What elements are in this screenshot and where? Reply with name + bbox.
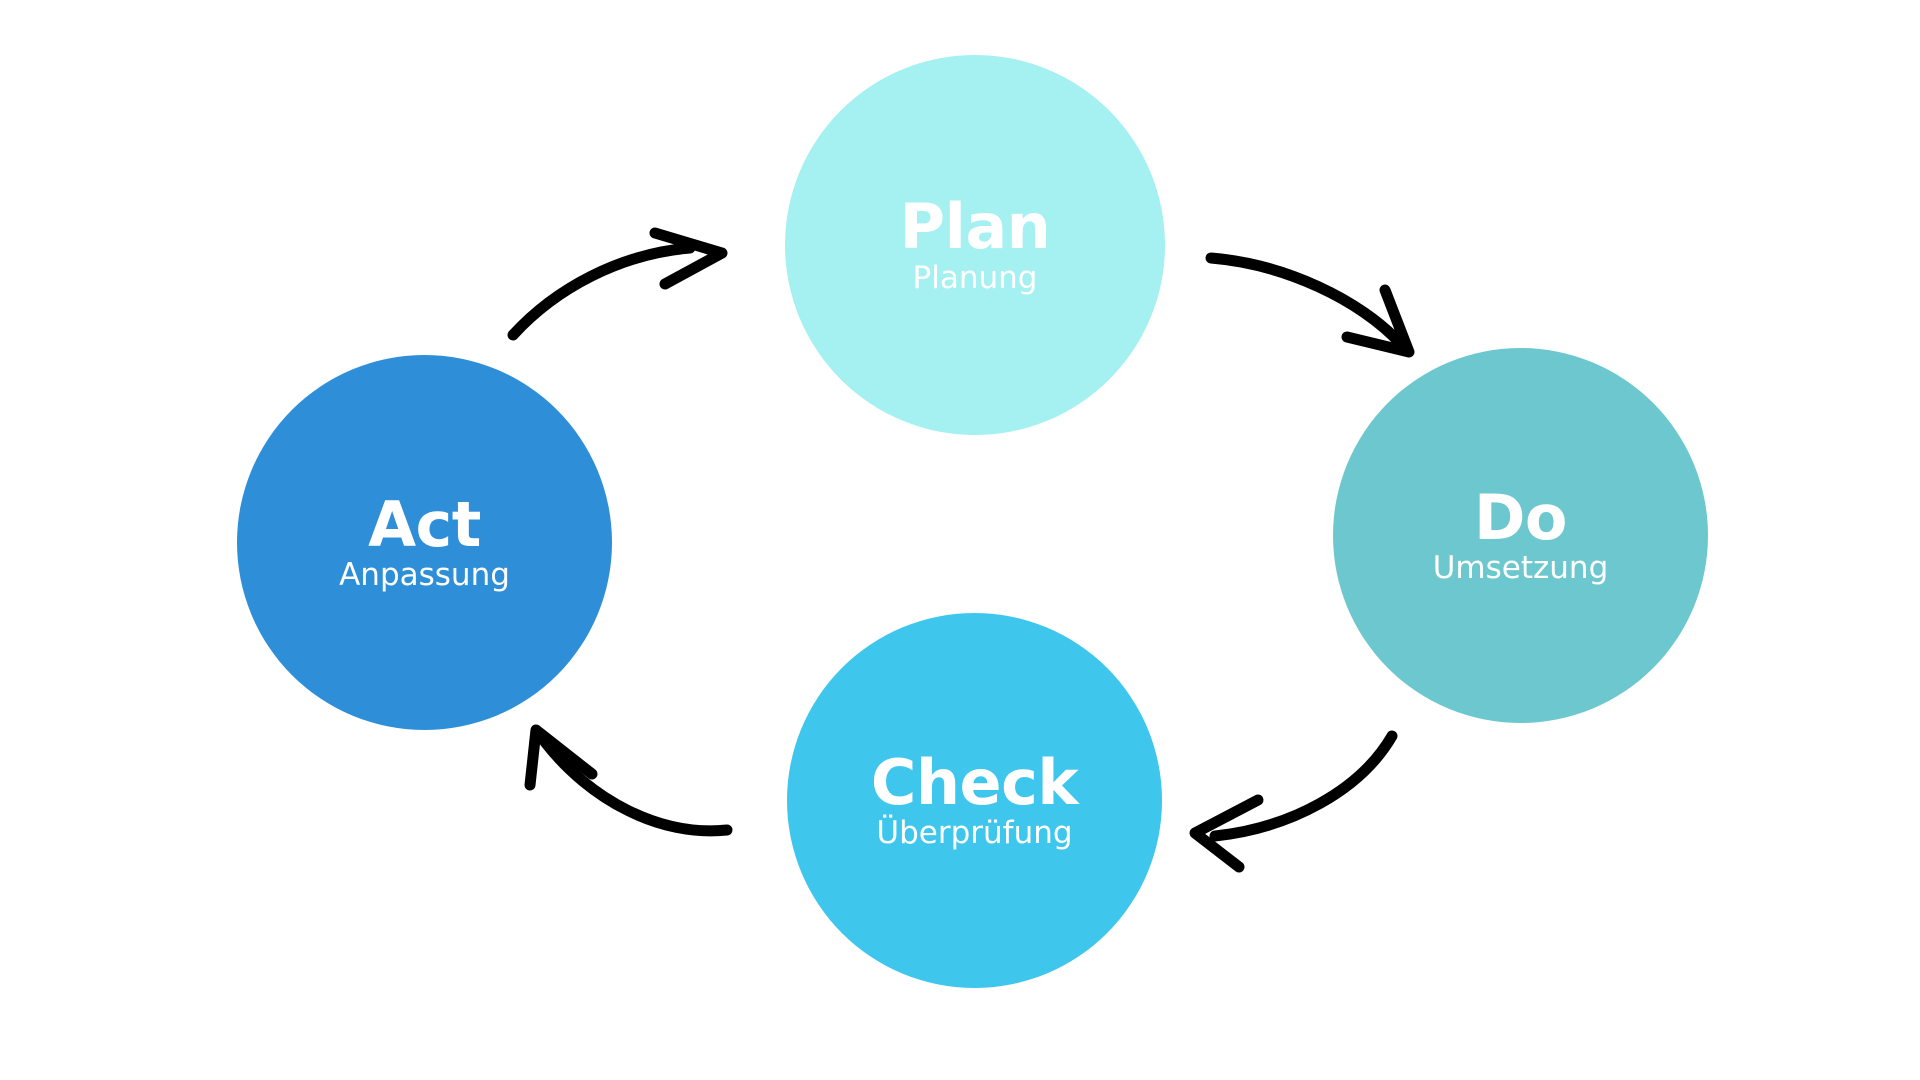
- node-plan-title: Plan: [899, 190, 1051, 264]
- node-check[interactable]: Check Überprüfung: [787, 613, 1162, 988]
- node-do-subtitle: Umsetzung: [1432, 550, 1609, 587]
- node-do[interactable]: Do Umsetzung: [1333, 348, 1708, 723]
- node-check-title: Check: [870, 745, 1079, 819]
- arrow-plan-to-do-icon: [1205, 252, 1415, 358]
- arrow-do-to-check-icon: [1189, 730, 1398, 873]
- arrow-check-to-act-icon: [524, 724, 733, 837]
- node-plan-subtitle: Planung: [912, 259, 1038, 296]
- arrow-act-to-plan-icon: [507, 227, 728, 341]
- node-check-subtitle: Überprüfung: [876, 815, 1073, 852]
- node-act-subtitle: Anpassung: [339, 557, 510, 594]
- node-act[interactable]: Act Anpassung: [237, 355, 612, 730]
- node-plan[interactable]: Plan Planung: [785, 55, 1165, 435]
- node-do-title: Do: [1473, 480, 1568, 554]
- node-act-title: Act: [368, 487, 481, 561]
